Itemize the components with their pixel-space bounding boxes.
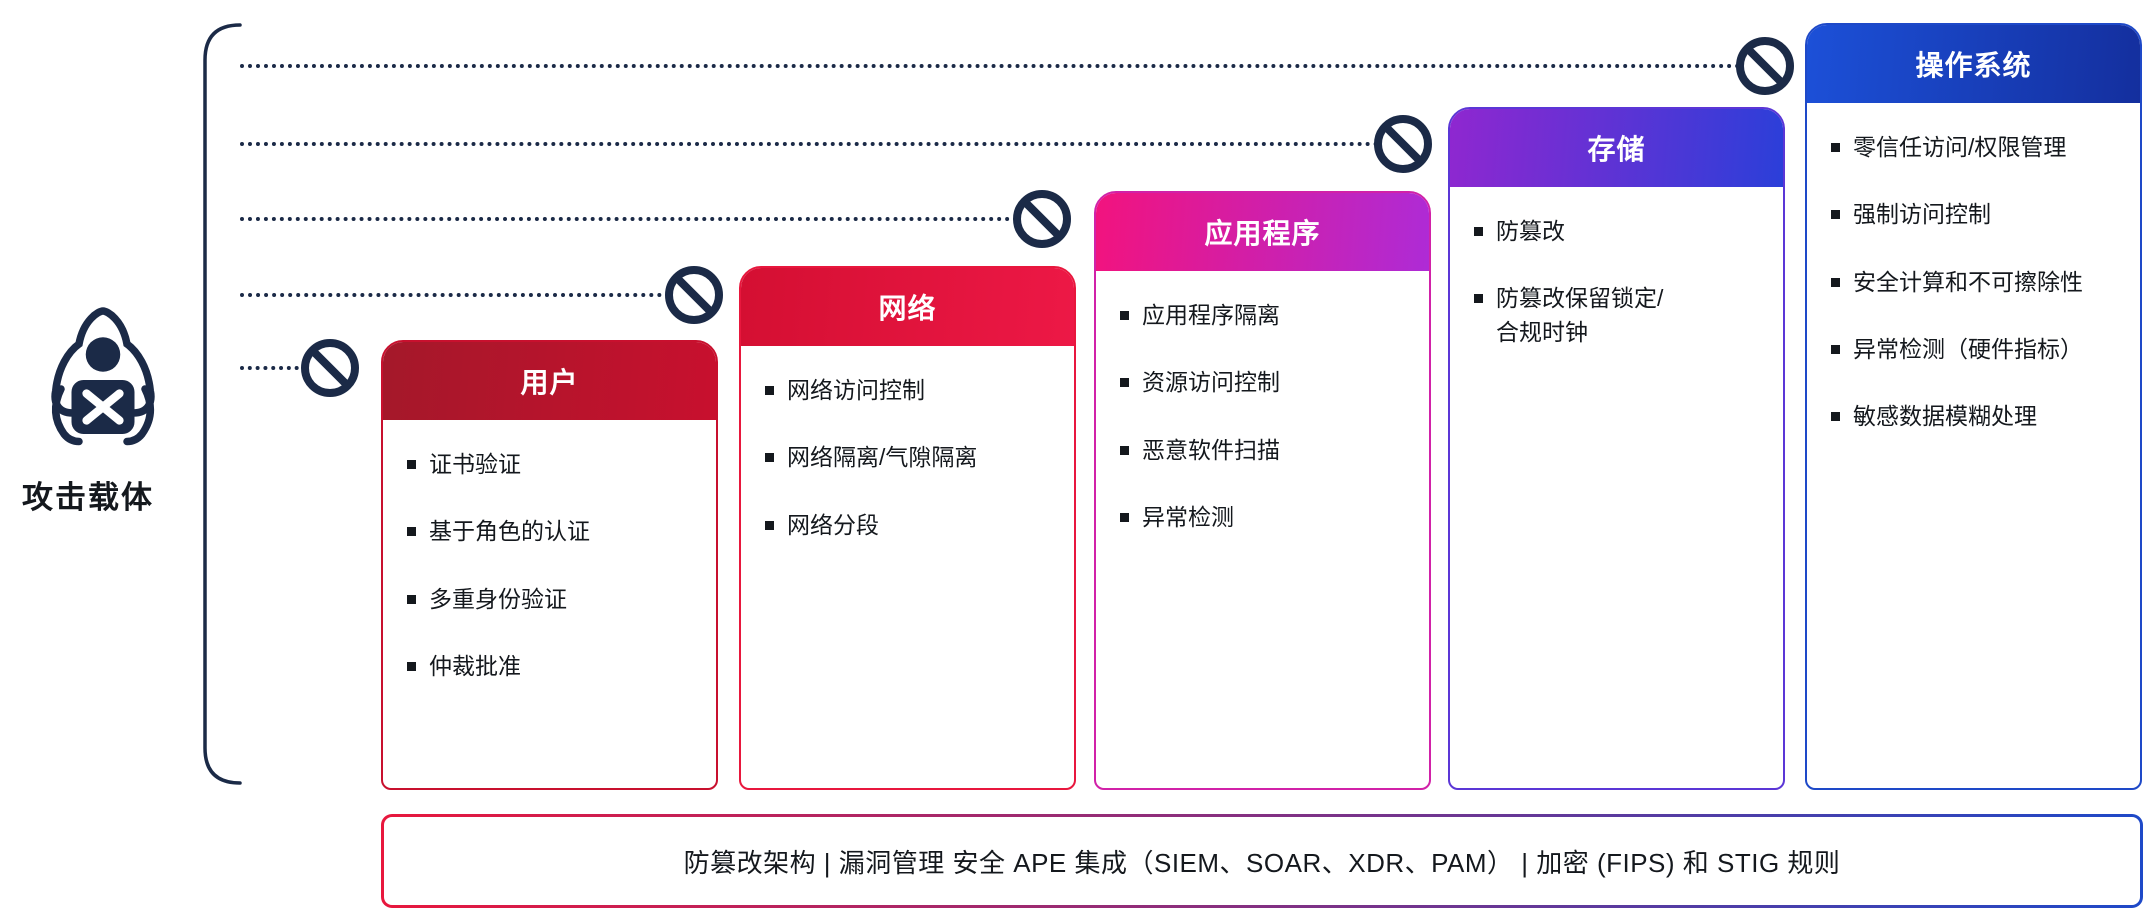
layer-item-text: 基于角色的认证 (429, 518, 590, 545)
layer-title: 网络 (741, 268, 1074, 346)
no-entry-icon (1010, 187, 1074, 251)
layer-item-text: 网络访问控制 (787, 377, 925, 403)
layer-item-text: 证书验证 (429, 451, 521, 477)
layer-item: 敏感数据模糊处理 (1831, 400, 2112, 433)
layer-card-users: 用户证书验证基于角色的认证多重身份验证仲裁批准 (381, 340, 718, 790)
no-entry-icon (1733, 34, 1797, 98)
bullet-square-icon (1474, 227, 1483, 236)
attack-line-storage (240, 142, 1403, 146)
footer-text: 防篡改架构 | 漏洞管理 安全 APE 集成（SIEM、SOAR、XDR、PAM… (683, 847, 1841, 878)
layer-item-text: 安全计算和不可擦除性 (1853, 268, 2083, 295)
layer-item: 强制访问控制 (1831, 198, 2112, 231)
bullet-square-icon (1120, 445, 1129, 455)
layer-item-text: 网络隔离/气隙隔离 (787, 444, 978, 471)
bracket (203, 23, 242, 785)
layer-item: 防篡改 (1474, 215, 1755, 248)
layer-item-text: 网络分段 (787, 511, 879, 538)
hacker-icon (51, 307, 155, 446)
layer-item: 仲裁批准 (407, 650, 688, 683)
layer-item: 证书验证 (407, 448, 688, 481)
layer-item-text: 恶意软件扫描 (1142, 436, 1280, 463)
bullet-square-icon (407, 527, 416, 537)
layer-card-application: 应用程序应用程序隔离资源访问控制恶意软件扫描异常检测 (1094, 191, 1431, 790)
bullet-square-icon (1831, 345, 1840, 355)
bullet-square-icon (765, 520, 774, 530)
layer-item-text: 多重身份验证 (429, 585, 567, 612)
layer-item: 资源访问控制 (1120, 366, 1401, 399)
bullet-square-icon (1831, 277, 1840, 287)
bullet-square-icon (1120, 311, 1129, 320)
layer-item-text: 强制访问控制 (1853, 201, 1991, 228)
footer-banner-inner: 防篡改架构 | 漏洞管理 安全 APE 集成（SIEM、SOAR、XDR、PAM… (384, 817, 2140, 905)
layer-item: 防篡改保留锁定/合规时钟 (1474, 282, 1755, 349)
bullet-square-icon (1120, 513, 1129, 523)
layer-title: 应用程序 (1096, 193, 1429, 271)
layer-item-text: 异常检测 (1142, 504, 1234, 531)
layer-item-text: 防篡改 (1496, 218, 1565, 244)
layer-item: 网络访问控制 (765, 374, 1046, 407)
layer-item: 零信任访问/权限管理 (1831, 131, 2112, 164)
layer-item-list: 应用程序隔离资源访问控制恶意软件扫描异常检测 (1096, 271, 1429, 586)
no-entry-icon (298, 336, 362, 400)
bullet-square-icon (1831, 210, 1840, 220)
layer-title: 存储 (1450, 109, 1783, 187)
layer-item-text: 资源访问控制 (1142, 369, 1280, 396)
layer-item: 异常检测（硬件指标） (1831, 333, 2112, 366)
bullet-square-icon (765, 453, 774, 463)
bullet-square-icon (407, 662, 416, 672)
layer-item-text: 应用程序隔离 (1142, 302, 1280, 328)
attack-vector-label: 攻击载体 (22, 480, 154, 515)
layer-card-storage: 存储防篡改防篡改保留锁定/合规时钟 (1448, 107, 1785, 790)
layer-item-list: 网络访问控制网络隔离/气隙隔离网络分段 (741, 346, 1074, 594)
no-entry-icon (662, 263, 726, 327)
layer-item-text: 敏感数据模糊处理 (1853, 403, 2037, 430)
attack-line-users (240, 366, 330, 370)
layer-item: 网络隔离/气隙隔离 (765, 441, 1046, 474)
no-entry-icon (1371, 112, 1435, 176)
bullet-square-icon (1474, 294, 1483, 304)
footer-banner: 防篡改架构 | 漏洞管理 安全 APE 集成（SIEM、SOAR、XDR、PAM… (381, 814, 2143, 908)
bullet-square-icon (407, 594, 416, 604)
attack-line-application (240, 217, 1042, 221)
layer-item: 多重身份验证 (407, 583, 688, 616)
bullet-square-icon (765, 386, 774, 395)
layer-item: 基于角色的认证 (407, 515, 688, 548)
layer-card-operating-system: 操作系统零信任访问/权限管理强制访问控制安全计算和不可擦除性异常检测（硬件指标）… (1805, 23, 2142, 790)
bullet-square-icon (1120, 378, 1129, 388)
layer-item: 应用程序隔离 (1120, 299, 1401, 332)
bullet-square-icon (407, 460, 416, 469)
bullet-square-icon (1831, 143, 1840, 152)
layer-title: 用户 (383, 342, 716, 420)
attack-line-network (240, 293, 694, 297)
layer-item-text: 仲裁批准 (429, 653, 521, 680)
layer-item: 恶意软件扫描 (1120, 434, 1401, 467)
layer-item-text: 异常检测（硬件指标） (1853, 336, 2083, 363)
layer-item-text: 零信任访问/权限管理 (1853, 134, 2067, 160)
attack-line-operating-system (240, 64, 1765, 68)
layer-card-network: 网络网络访问控制网络隔离/气隙隔离网络分段 (739, 266, 1076, 790)
layer-item-list: 防篡改防篡改保留锁定/合规时钟 (1450, 187, 1783, 401)
layer-item-list: 证书验证基于角色的认证多重身份验证仲裁批准 (383, 420, 716, 735)
layer-item-list: 零信任访问/权限管理强制访问控制安全计算和不可擦除性异常检测（硬件指标） 敏感数据… (1807, 103, 2140, 486)
bullet-square-icon (1831, 412, 1840, 422)
layer-item-text: 防篡改保留锁定/合规时钟 (1496, 285, 1664, 345)
layer-item: 安全计算和不可擦除性 (1831, 266, 2112, 299)
layer-item: 网络分段 (765, 509, 1046, 542)
layer-title: 操作系统 (1807, 25, 2140, 103)
layer-item: 异常检测 (1120, 501, 1401, 534)
